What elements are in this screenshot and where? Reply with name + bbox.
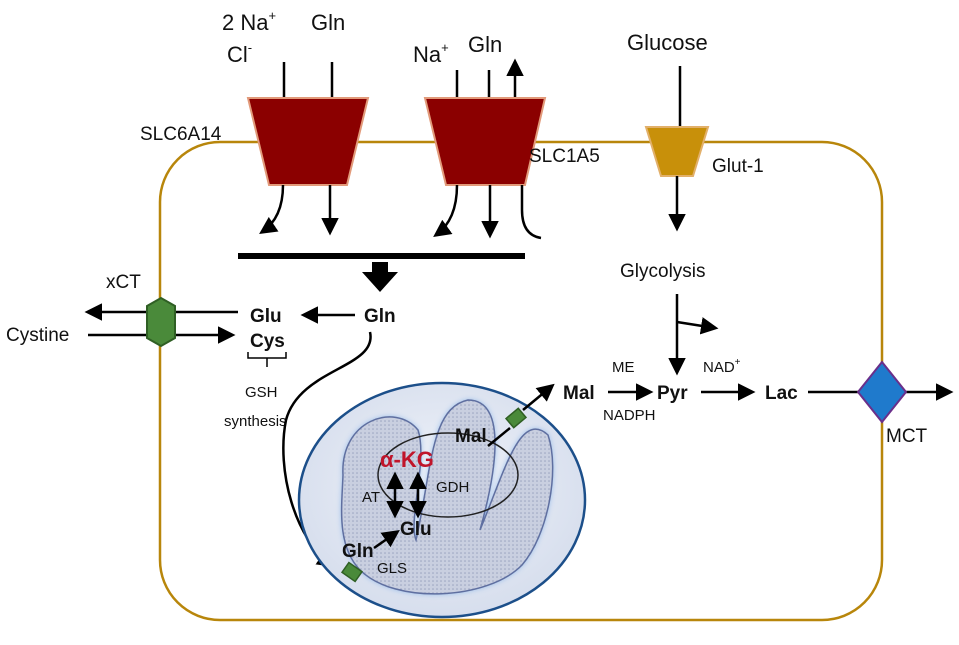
- mct-transporter: [856, 360, 908, 424]
- slc1a5-group: Na+ Gln SLC1A5: [413, 32, 600, 240]
- glut1-label: Glut-1: [712, 156, 764, 177]
- alpha-kg-label: α-KG: [380, 447, 434, 472]
- gdh-label: GDH: [436, 479, 469, 496]
- slc6a14-cl-label: Cl-: [227, 40, 252, 67]
- glut1-group: Glucose Glut-1 Glycolysis: [620, 30, 764, 376]
- glycolysis-label: Glycolysis: [620, 261, 706, 282]
- slc6a14-na-label: 2 Na+: [222, 8, 276, 35]
- nadph-label: NADPH: [603, 407, 656, 424]
- cytosol-gln-label: Gln: [364, 306, 396, 327]
- mct-label: MCT: [886, 426, 928, 447]
- slc1a5-na-label: Na+: [413, 40, 449, 67]
- xct-label: xCT: [106, 272, 141, 293]
- synthesis-label: synthesis: [224, 413, 287, 430]
- tca-cycle: [377, 432, 519, 518]
- xct-group: xCT Cystine: [6, 272, 238, 348]
- cystine-label: Cystine: [6, 325, 69, 346]
- slc1a5-transporter: [423, 97, 547, 186]
- glucose-label: Glucose: [627, 30, 708, 55]
- lac-label: Lac: [765, 383, 798, 404]
- slc1a5-gln-label: Gln: [468, 32, 502, 57]
- glut1-transporter: [644, 126, 710, 177]
- slc6a14-label: SLC6A14: [140, 124, 222, 145]
- nad-label: NAD+: [703, 357, 741, 376]
- me-label: ME: [612, 359, 635, 376]
- mito-mal-transporter: [504, 407, 528, 429]
- cytosol-cys-label: Cys: [250, 331, 285, 352]
- mito-mal-label: Mal: [455, 426, 487, 447]
- cytosol-mal-label: Mal: [563, 383, 595, 404]
- gsh-label: GSH: [245, 384, 278, 401]
- at-label: AT: [362, 489, 380, 506]
- pyr-label: Pyr: [657, 383, 688, 404]
- slc6a14-gln-label: Gln: [311, 10, 345, 35]
- slc6a14-group: 2 Na+ Cl- Gln SLC6A14: [140, 8, 370, 236]
- xct-transporter: [146, 296, 176, 348]
- mito-gln-transporter: [340, 561, 364, 583]
- mitochondrion: α-KG AT GDH Glu Gln GLS Mal: [297, 381, 587, 619]
- mct-group: MCT: [808, 360, 954, 447]
- mito-glu-label: Glu: [400, 519, 432, 540]
- gls-label: GLS: [377, 560, 407, 577]
- mito-gln-label: Gln: [342, 541, 374, 562]
- slc6a14-transporter: [246, 97, 370, 186]
- cytosol-glu-label: Glu: [250, 306, 282, 327]
- convergence-arrow: [362, 262, 398, 292]
- slc1a5-label: SLC1A5: [529, 146, 600, 167]
